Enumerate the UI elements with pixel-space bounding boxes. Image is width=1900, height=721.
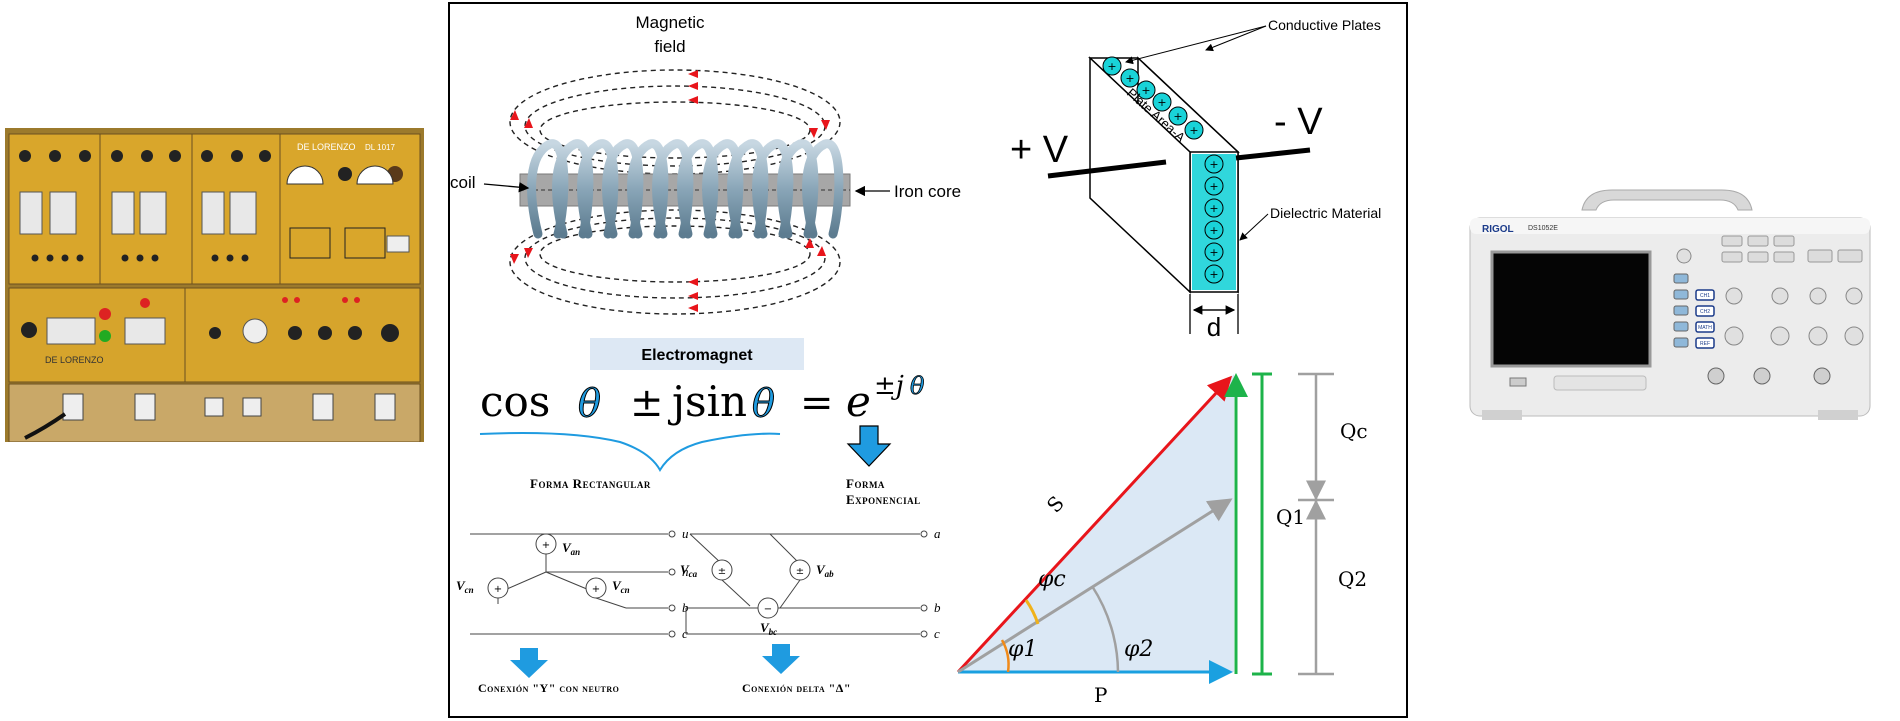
euler-e: e bbox=[846, 377, 871, 426]
power-triangle: φ1 φc φ2 S P Qc Q1 Q2 bbox=[956, 372, 1368, 707]
rectangular-brace bbox=[479, 432, 781, 472]
p-label: P bbox=[1094, 683, 1107, 707]
wye-circuit bbox=[470, 530, 676, 638]
scope-ref-label: REF bbox=[1700, 341, 1710, 347]
electromagnet-title: Electromagnet bbox=[641, 347, 753, 364]
iron-core-label: Iron core bbox=[894, 182, 961, 201]
delta-terminal-b: b bbox=[934, 600, 941, 615]
electromagnet-diagram: Magnetic field bbox=[450, 13, 961, 370]
wye-caption: Conexión "Y" con neutro bbox=[478, 681, 619, 695]
scope-math-label: MATH bbox=[1698, 325, 1712, 331]
phi1-label: φ1 bbox=[1008, 637, 1037, 662]
euler-equals: = bbox=[800, 380, 834, 426]
delta-vca-label: Vca bbox=[680, 562, 698, 579]
svg-text:+: + bbox=[1125, 72, 1134, 85]
euler-theta-3: θ bbox=[910, 372, 925, 400]
magnetic-field-label-2: field bbox=[654, 37, 685, 56]
scope-ch1-label: CH1 bbox=[1700, 293, 1710, 299]
phic-label: φc bbox=[1038, 567, 1066, 592]
exponential-arrow bbox=[846, 425, 892, 467]
q2-label: Q2 bbox=[1338, 567, 1367, 591]
wye-terminal-u: u bbox=[682, 526, 689, 541]
trainer-panel-photo: DE LORENZO DE LORENZO DL 1017 bbox=[5, 128, 424, 443]
svg-text:+: + bbox=[1173, 110, 1182, 123]
svg-text:+: + bbox=[1209, 224, 1218, 237]
euler-cos: cos bbox=[480, 377, 550, 426]
panel-brand-label-1: DE LORENZO bbox=[45, 355, 104, 365]
delta-vab-label: Vab bbox=[816, 562, 834, 579]
scope-ch2-label: CH2 bbox=[1700, 309, 1710, 315]
oscilloscope-photo: RIGOL DS1052E CH1 CH2 MATH REF bbox=[1462, 186, 1878, 426]
panel-brand-label-2: DE LORENZO bbox=[297, 142, 356, 152]
center-diagram-frame: Magnetic field bbox=[448, 2, 1408, 718]
svg-text:+: + bbox=[1209, 246, 1218, 259]
wye-van-label: Van bbox=[562, 540, 580, 557]
wye-vbn-label: Vcn bbox=[612, 578, 630, 595]
s-label: S bbox=[1042, 491, 1069, 517]
panel-model-label: DL 1017 bbox=[365, 143, 396, 152]
coil-label: coil bbox=[450, 173, 476, 192]
wye-terminal-n: n bbox=[682, 564, 689, 579]
svg-text:+: + bbox=[1107, 60, 1116, 73]
delta-terminal-a: a bbox=[934, 526, 941, 541]
svg-text:±: ± bbox=[718, 566, 726, 577]
trainer-panel-illustration: DE LORENZO DE LORENZO DL 1017 bbox=[5, 128, 424, 443]
svg-text:±: ± bbox=[796, 566, 804, 577]
wye-vcn-label: Vcn bbox=[456, 578, 474, 595]
dielectric-label: Dielectric Material bbox=[1270, 205, 1381, 221]
euler-jsin: jsin bbox=[667, 377, 747, 426]
oscilloscope-illustration: RIGOL DS1052E CH1 CH2 MATH REF bbox=[1469, 189, 1871, 420]
svg-text:+: + bbox=[494, 584, 502, 595]
wye-terminal-c: c bbox=[682, 626, 688, 641]
svg-text:+: + bbox=[1157, 96, 1166, 109]
delta-vbc-label: Vbc bbox=[760, 620, 777, 637]
delta-down-arrow bbox=[762, 644, 800, 674]
wye-down-arrow bbox=[510, 648, 548, 678]
euler-pm: ± bbox=[630, 380, 664, 426]
d-label: d bbox=[1207, 312, 1221, 342]
phi1-arc bbox=[1000, 639, 1010, 673]
q1-label: Q1 bbox=[1276, 505, 1305, 529]
euler-exponent-pm-j: ±j bbox=[874, 371, 904, 401]
svg-text:+: + bbox=[1209, 158, 1218, 171]
svg-text:+: + bbox=[592, 584, 600, 595]
capacitor-diagram: +++ +++ +++ +++ Plate Area-A + V - V Con… bbox=[1010, 17, 1381, 342]
phi2-arc bbox=[1090, 585, 1120, 673]
electromagnet-title-box bbox=[590, 338, 804, 370]
svg-text:+: + bbox=[1141, 84, 1150, 97]
svg-text:+: + bbox=[1209, 180, 1218, 193]
plus-v-label: + V bbox=[1010, 129, 1069, 171]
scope-model-label: DS1052E bbox=[1528, 225, 1558, 232]
euler-theta-2: θ bbox=[752, 381, 775, 425]
rectangular-form-label: Forma Rectangular bbox=[530, 476, 651, 491]
coil-turns bbox=[527, 139, 844, 239]
delta-terminal-c: c bbox=[934, 626, 940, 641]
delta-circuit bbox=[685, 530, 928, 638]
svg-text:−: − bbox=[764, 604, 772, 615]
exponential-form-label-2: Exponencial bbox=[846, 492, 921, 507]
svg-text:+: + bbox=[1189, 124, 1198, 137]
euler-formula: cos θ ± jsin θ = e ±j θ Forma Rectangula… bbox=[479, 371, 925, 507]
wye-terminal-b: b bbox=[682, 600, 689, 615]
s-vector bbox=[956, 375, 1233, 674]
svg-text:+: + bbox=[542, 540, 550, 551]
magnetic-field-label-1: Magnetic bbox=[636, 13, 705, 32]
qc-label: Qc bbox=[1340, 419, 1368, 443]
svg-text:+: + bbox=[1209, 202, 1218, 215]
exponential-form-label-1: Forma bbox=[846, 476, 885, 491]
svg-text:+: + bbox=[1209, 268, 1218, 281]
euler-theta-1: θ bbox=[578, 381, 601, 425]
scope-brand-label: RIGOL bbox=[1482, 224, 1514, 235]
diagram-canvas: Magnetic field bbox=[450, 13, 1381, 707]
field-arrows bbox=[510, 70, 830, 312]
scope-screen bbox=[1490, 250, 1652, 368]
conductive-plates-label: Conductive Plates bbox=[1268, 17, 1381, 33]
minus-v-label: - V bbox=[1274, 101, 1323, 143]
delta-caption: Conexión delta "Δ" bbox=[742, 681, 851, 695]
phi2-label: φ2 bbox=[1124, 637, 1153, 662]
phic-arc bbox=[1024, 599, 1040, 625]
